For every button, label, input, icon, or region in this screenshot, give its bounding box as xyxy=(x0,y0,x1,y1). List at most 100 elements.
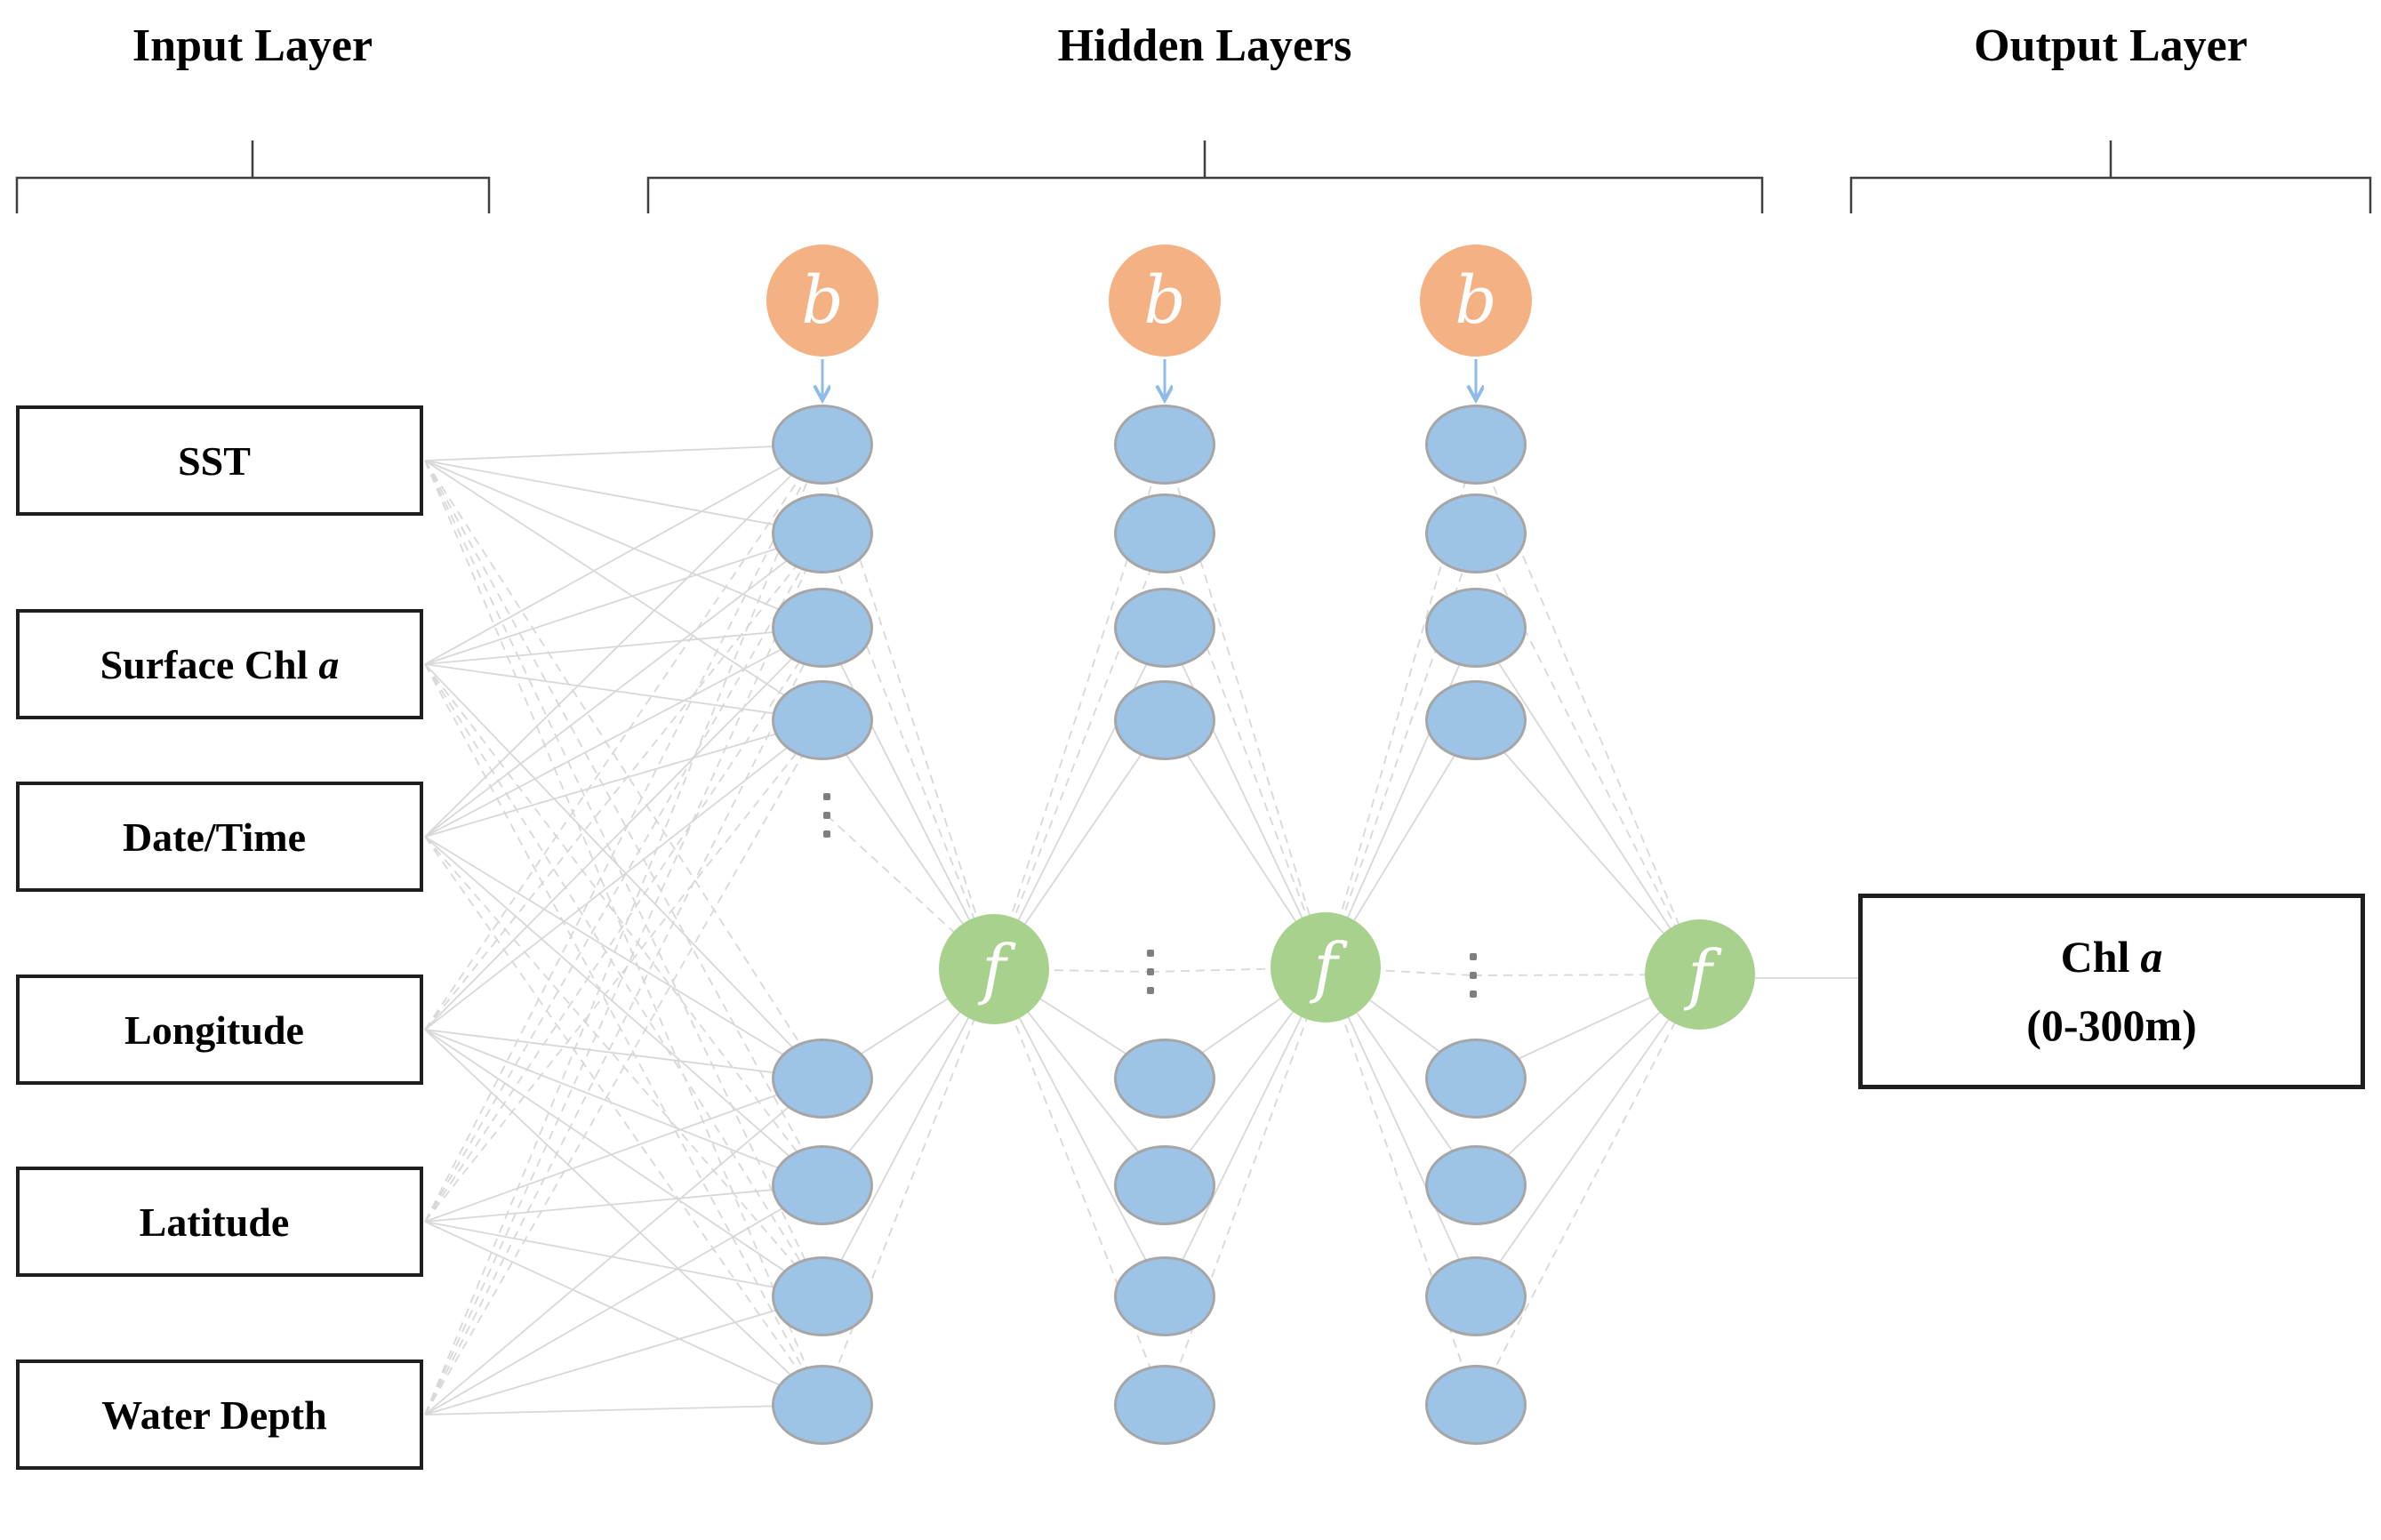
edge-line xyxy=(424,460,823,534)
bias-node-label: b xyxy=(1143,262,1186,339)
hidden-neuron-l2-6 xyxy=(1114,1145,1215,1225)
ellipsis-dot xyxy=(823,830,830,838)
edge-line xyxy=(424,460,823,721)
edge-line xyxy=(424,719,823,1416)
edge-line xyxy=(993,627,1166,970)
edge-line xyxy=(822,968,995,1406)
edge-line xyxy=(822,627,995,970)
hidden-neuron-l2-2 xyxy=(1114,493,1215,573)
bias-node-hidden-layer-1: b xyxy=(766,245,878,357)
hidden-neuron-l1-5 xyxy=(772,1039,873,1119)
bias-node-label: b xyxy=(1455,262,1497,339)
edge-line xyxy=(424,1221,823,1406)
ellipsis-dot xyxy=(823,812,830,819)
edge-line xyxy=(1164,627,1327,968)
input-box-water-depth: Water Depth xyxy=(16,1360,423,1470)
edge-line xyxy=(424,444,823,1416)
edge-line xyxy=(424,460,823,629)
edge-line xyxy=(424,533,823,665)
edge-line xyxy=(424,1029,823,1297)
activation-node-label: f xyxy=(982,931,1006,1007)
edge-line xyxy=(1325,967,1477,1406)
hidden-neuron-l2-4 xyxy=(1114,680,1215,760)
edge-line xyxy=(822,968,995,1297)
edge-line xyxy=(424,1184,823,1223)
edge-line xyxy=(424,533,823,1031)
output-label-range: (0-300m) xyxy=(2026,1000,2197,1050)
output-layer-title: Output Layer xyxy=(1974,20,2248,71)
input-box-label: Surface Chl xyxy=(100,641,309,687)
edge-line xyxy=(424,444,823,461)
edge-line xyxy=(424,1404,823,1416)
edge-line xyxy=(424,444,823,1031)
hidden-neuron-l1-4 xyxy=(772,680,873,760)
hidden-neuron-l3-7 xyxy=(1425,1256,1527,1336)
edge-line xyxy=(424,533,823,1416)
edge-line xyxy=(424,1029,823,1186)
input-layer-bracket xyxy=(15,140,491,213)
edge-line xyxy=(424,836,823,1079)
hidden-neuron-l2-1 xyxy=(1114,405,1215,485)
output-label-italic: a xyxy=(2140,931,2163,982)
hidden-neuron-l2-8 xyxy=(1114,1365,1215,1445)
edge-line xyxy=(993,533,1166,970)
edge-line xyxy=(424,1029,823,1406)
edge-line xyxy=(424,1078,823,1416)
edge-line xyxy=(424,627,823,838)
edge-line xyxy=(424,444,823,1223)
edge-line xyxy=(424,533,823,838)
edge-line xyxy=(424,627,823,1223)
edge-line xyxy=(424,444,823,838)
edge-line xyxy=(1475,974,1701,1406)
edge-line xyxy=(424,836,823,1186)
input-box-label: Water Depth xyxy=(101,1392,327,1438)
hidden-neuron-l1-6 xyxy=(772,1145,873,1225)
edge-line xyxy=(1164,967,1327,1406)
bias-node-hidden-layer-2: b xyxy=(1109,245,1221,357)
hidden-neuron-l1-8 xyxy=(772,1365,873,1445)
edge-line xyxy=(424,1029,823,1079)
output-line-2: (0-300m) xyxy=(2026,991,2197,1061)
activation-node-label: f xyxy=(1313,929,1338,1006)
hidden-neuron-l2-7 xyxy=(1114,1256,1215,1336)
edge-line xyxy=(424,1184,823,1416)
hidden-layers-title: Hidden Layers xyxy=(1057,20,1352,71)
input-box-label: Latitude xyxy=(139,1199,290,1245)
edge-line xyxy=(424,627,823,665)
edge-line xyxy=(424,663,823,721)
edge-line xyxy=(424,836,823,1406)
output-layer-bracket xyxy=(1849,140,2372,213)
edge-line xyxy=(424,460,823,1079)
edge-line xyxy=(993,968,1166,1297)
edge-line xyxy=(424,627,823,1416)
hidden-neuron-l3-8 xyxy=(1425,1365,1527,1445)
hidden-neuron-l3-2 xyxy=(1425,493,1527,573)
input-box-label-italic: a xyxy=(318,641,340,687)
hidden-neuron-l3-3 xyxy=(1425,588,1527,668)
edge-line xyxy=(424,663,823,1297)
edge-line xyxy=(424,1295,823,1416)
hidden-neuron-l2-3 xyxy=(1114,588,1215,668)
hidden-neuron-l1-3 xyxy=(772,588,873,668)
hidden-neuron-l3-6 xyxy=(1425,1145,1527,1225)
edge-line xyxy=(424,719,823,838)
hidden-neuron-l1-2 xyxy=(772,493,873,573)
ellipsis-dot xyxy=(1470,972,1477,979)
hidden-neuron-l1-1 xyxy=(772,405,873,485)
edge-line xyxy=(424,719,823,1031)
ellipsis-dot xyxy=(1147,987,1154,994)
activation-node-1: f xyxy=(939,914,1049,1024)
edge-line xyxy=(424,719,823,1223)
bias-arrows xyxy=(822,359,1476,399)
edge-line xyxy=(1325,967,1477,1297)
hidden-neuron-l3-1 xyxy=(1425,405,1527,485)
input-layer-title: Input Layer xyxy=(132,20,373,71)
edge-line xyxy=(1475,719,1701,975)
edge-line xyxy=(424,1078,823,1223)
input-box-label: Longitude xyxy=(124,1007,304,1053)
edge-line xyxy=(424,663,823,1186)
input-box-date-time: Date/Time xyxy=(16,782,423,892)
network-edges xyxy=(424,444,1860,1416)
